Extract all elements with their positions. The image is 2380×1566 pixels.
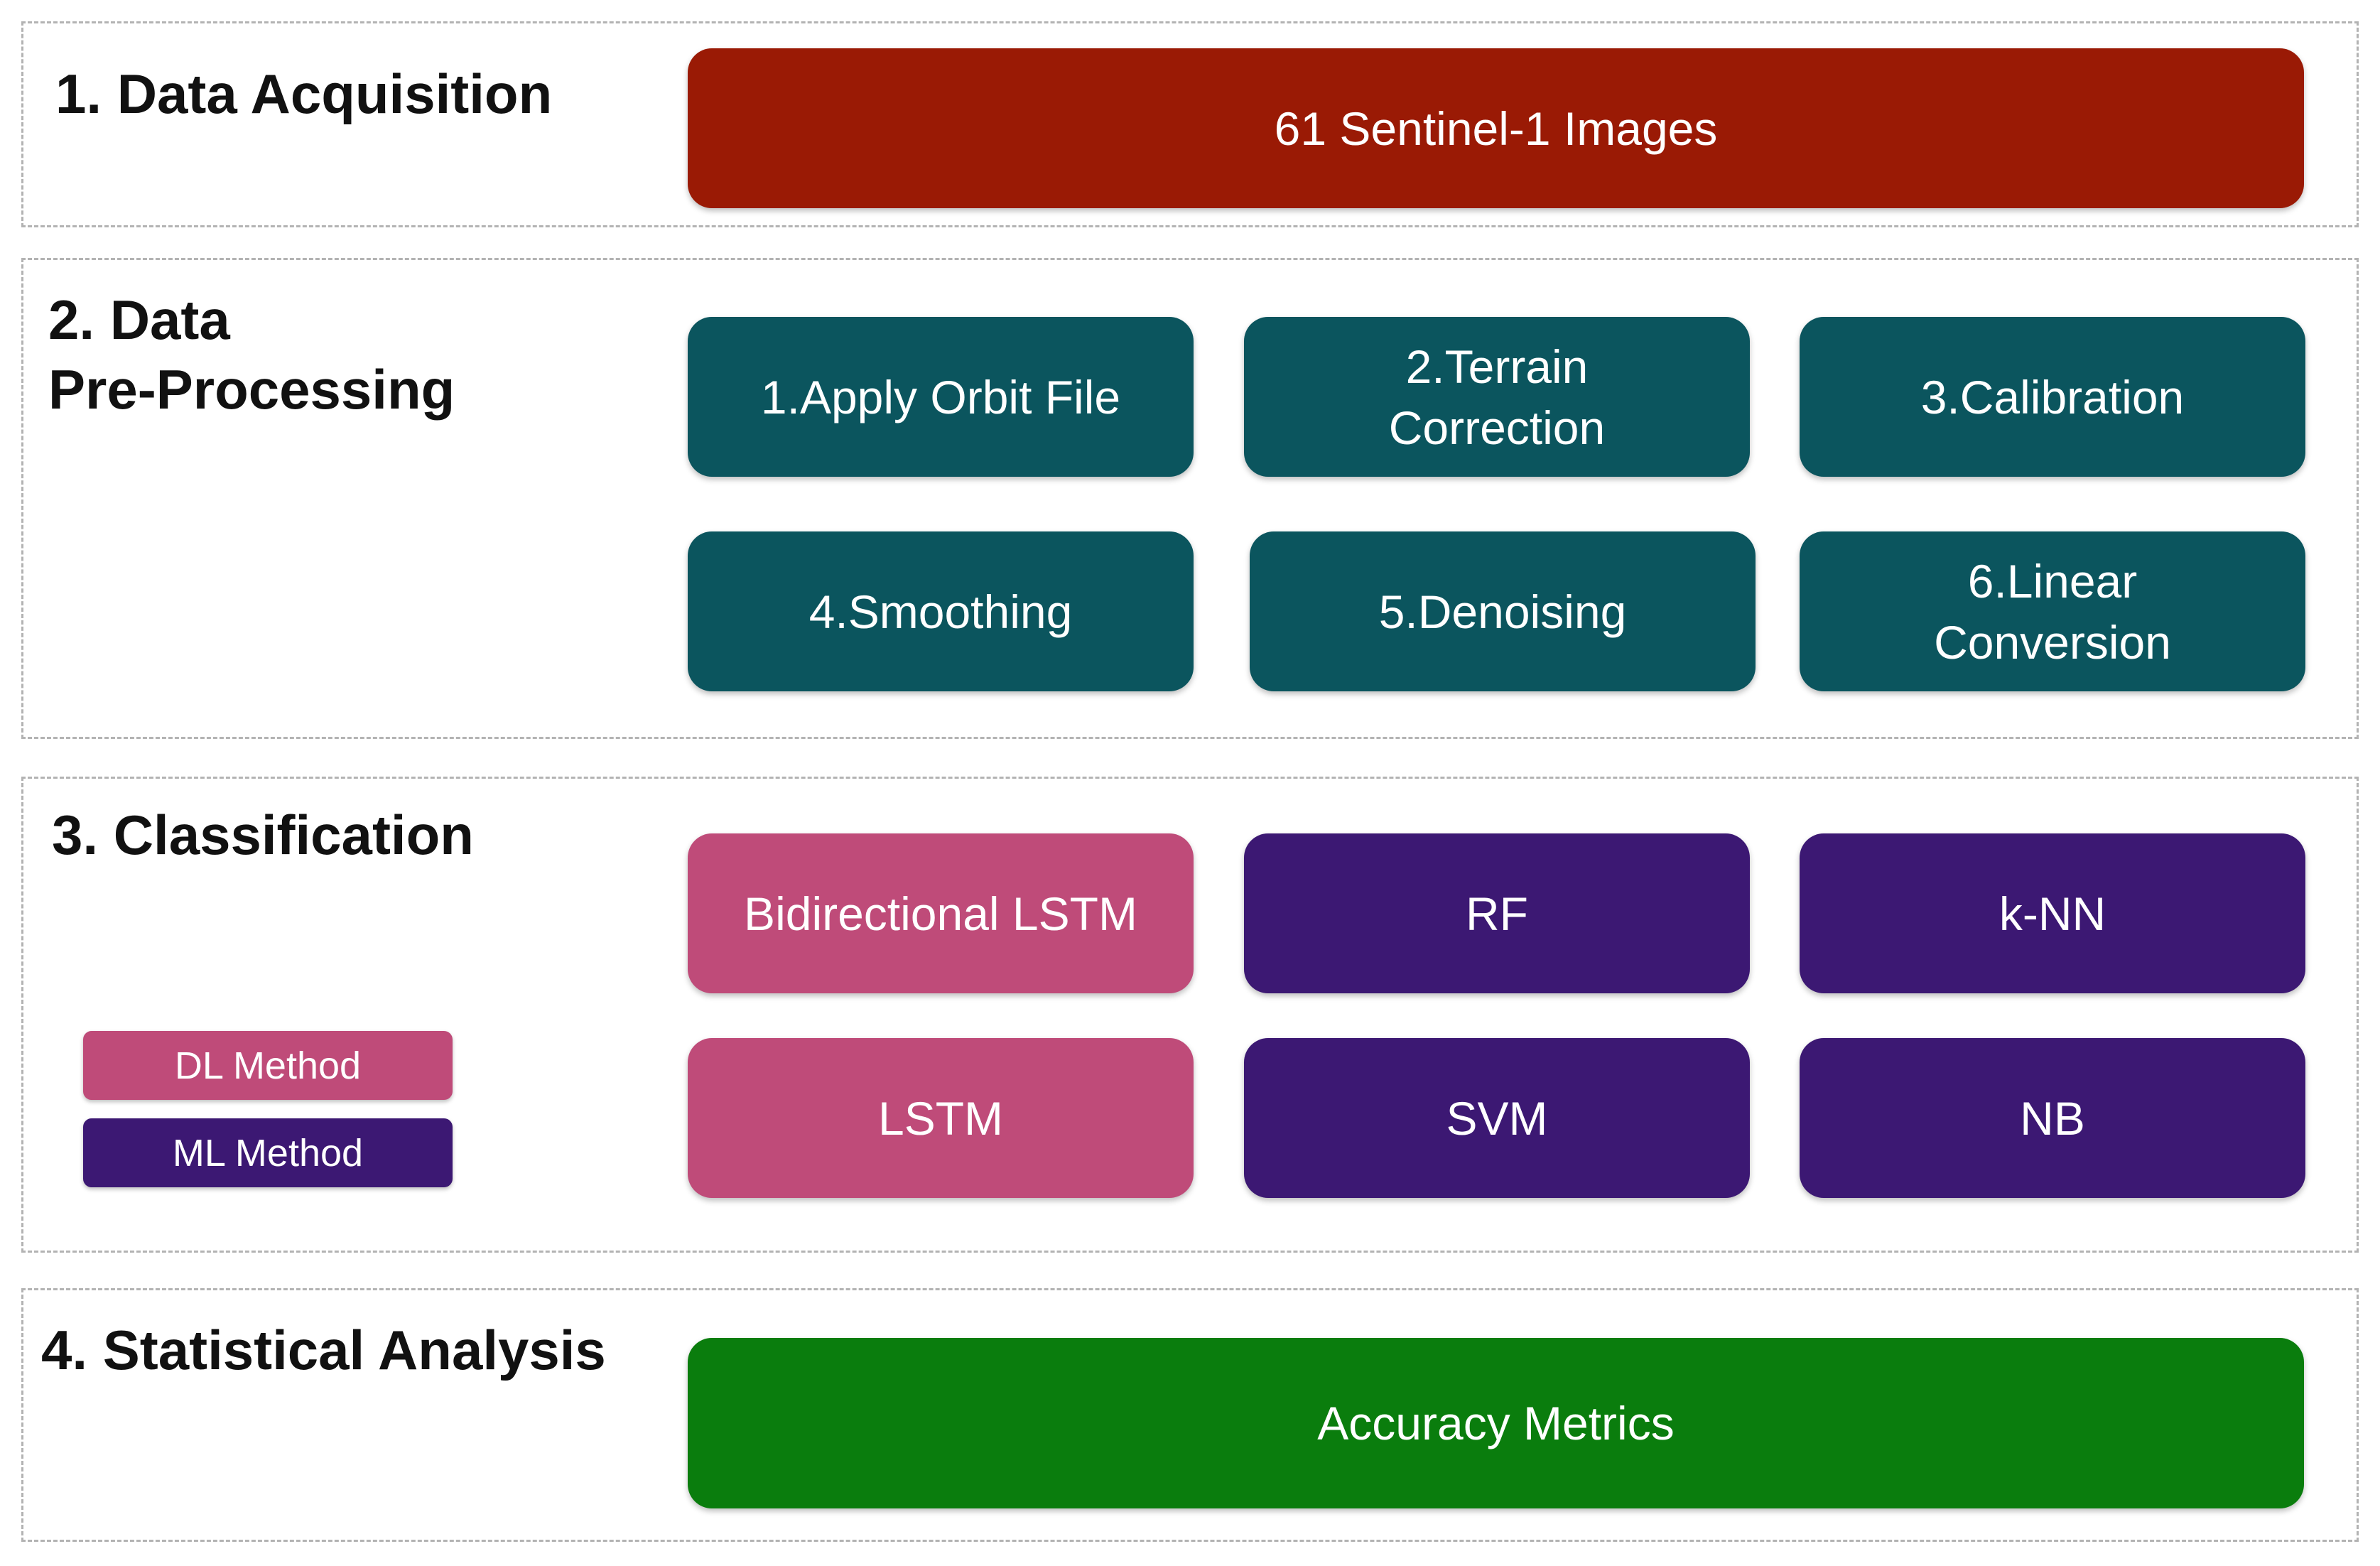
section-title-statistical-analysis: 4. Statistical Analysis [41,1319,606,1381]
section-title-data-preprocessing: 2. Data Pre-Processing [48,288,455,421]
step-calibration-label: 3.Calibration [1920,370,2185,423]
step-apply-orbit-file: 1.Apply Orbit File [688,317,1194,477]
method-bidirectional-lstm: Bidirectional LSTM [688,833,1194,993]
section-data-acquisition: 1. Data Acquisition 61 Sentinel-1 Images [21,21,2359,227]
step-denoising: 5.Denoising [1250,531,1756,691]
method-svm-label: SVM [1446,1091,1548,1145]
box-accuracy-metrics-label: Accuracy Metrics [1317,1397,1675,1449]
step-smoothing-label: 4.Smoothing [808,585,1073,638]
step-calibration: 3.Calibration [1800,317,2305,477]
method-rf: RF [1244,833,1750,993]
method-nb-label: NB [2020,1091,2085,1145]
method-lstm-label: LSTM [877,1091,1004,1145]
section-classification: 3. Classification Bidirectional LSTM RF … [21,777,2359,1253]
step-denoising-label: 5.Denoising [1378,585,1627,638]
step-smoothing: 4.Smoothing [688,531,1194,691]
step-terrain-correction-label: 2.Terrain Correction [1388,340,1606,454]
section-title-data-acquisition: 1. Data Acquisition [55,63,553,125]
step-linear-conversion: 6.Linear Conversion [1800,531,2305,691]
step-linear-conversion-label: 6.Linear Conversion [1934,554,2171,669]
method-rf-label: RF [1466,887,1528,940]
box-accuracy-metrics: Accuracy Metrics [688,1338,2304,1508]
legend-dl-method: DL Method [83,1031,453,1100]
step-terrain-correction: 2.Terrain Correction [1244,317,1750,477]
section-statistical-analysis: 4. Statistical Analysis Accuracy Metrics [21,1288,2359,1542]
method-nb: NB [1800,1038,2305,1198]
legend-dl-method-label: DL Method [174,1044,362,1087]
method-svm: SVM [1244,1038,1750,1198]
section-data-preprocessing: 2. Data Pre-Processing 1.Apply Orbit Fil… [21,258,2359,739]
section-title-classification: 3. Classification [52,804,474,866]
legend-ml-method: ML Method [83,1118,453,1187]
method-knn: k-NN [1800,833,2305,993]
legend-ml-method-label: ML Method [172,1131,364,1174]
method-lstm: LSTM [688,1038,1194,1198]
method-knn-label: k-NN [1998,887,2106,940]
box-sentinel-images-label: 61 Sentinel-1 Images [1274,102,1718,155]
method-bidirectional-lstm-label: Bidirectional LSTM [744,887,1137,940]
step-apply-orbit-file-label: 1.Apply Orbit File [760,370,1121,423]
box-sentinel-images: 61 Sentinel-1 Images [688,48,2304,208]
